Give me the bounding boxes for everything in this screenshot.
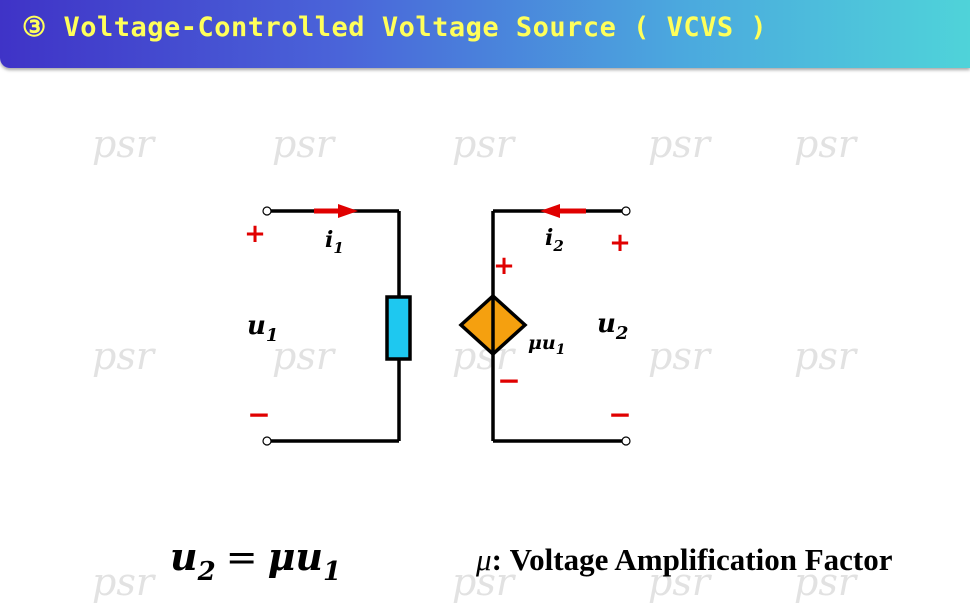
resistor [385, 295, 412, 361]
mu-definition: μ: Voltage Amplification Factor [476, 544, 893, 575]
formula-rhs-sub: 1 [323, 557, 342, 587]
u1-plus-sign: + [244, 219, 266, 249]
label-i2: i2 [545, 225, 564, 255]
source-minus-sign: − [497, 364, 520, 397]
title-bar: ③ Voltage-Controlled Voltage Source ( VC… [0, 0, 970, 68]
terminal-input-top [262, 206, 272, 216]
label-u1: u1 [247, 311, 278, 346]
current-arrow-i1 [314, 204, 358, 218]
vcvs-equation: u2=μu1 [170, 535, 342, 587]
current-arrow-i2 [540, 204, 586, 218]
formula-equals: = [225, 535, 258, 579]
source-plus-sign: + [493, 251, 515, 281]
terminal-input-bottom [262, 436, 272, 446]
label-u2: u2 [597, 309, 628, 344]
label-mu-u1: μu1 [528, 332, 566, 358]
u2-minus-sign: − [608, 398, 631, 431]
vcvs-circuit-diagram: + − + − + − i1 i2 u1 u2 μu1 [244, 204, 632, 446]
terminal-output-bottom [621, 436, 631, 446]
slide-title: ③ Voltage-Controlled Voltage Source ( VC… [22, 12, 768, 43]
u2-plus-sign: + [609, 228, 631, 258]
formula-lhs-sub: 2 [197, 557, 216, 587]
formula-rhs-var: u [295, 534, 324, 579]
definition-mu-symbol: μ [476, 542, 492, 577]
u1-minus-sign: − [247, 398, 270, 431]
formula-mu: μ [267, 534, 296, 579]
terminal-output-top [621, 206, 631, 216]
definition-text: : Voltage Amplification Factor [491, 542, 893, 577]
output-port-wires [491, 209, 624, 443]
formula-lhs-var: u [170, 534, 198, 579]
label-i1: i1 [325, 227, 344, 257]
